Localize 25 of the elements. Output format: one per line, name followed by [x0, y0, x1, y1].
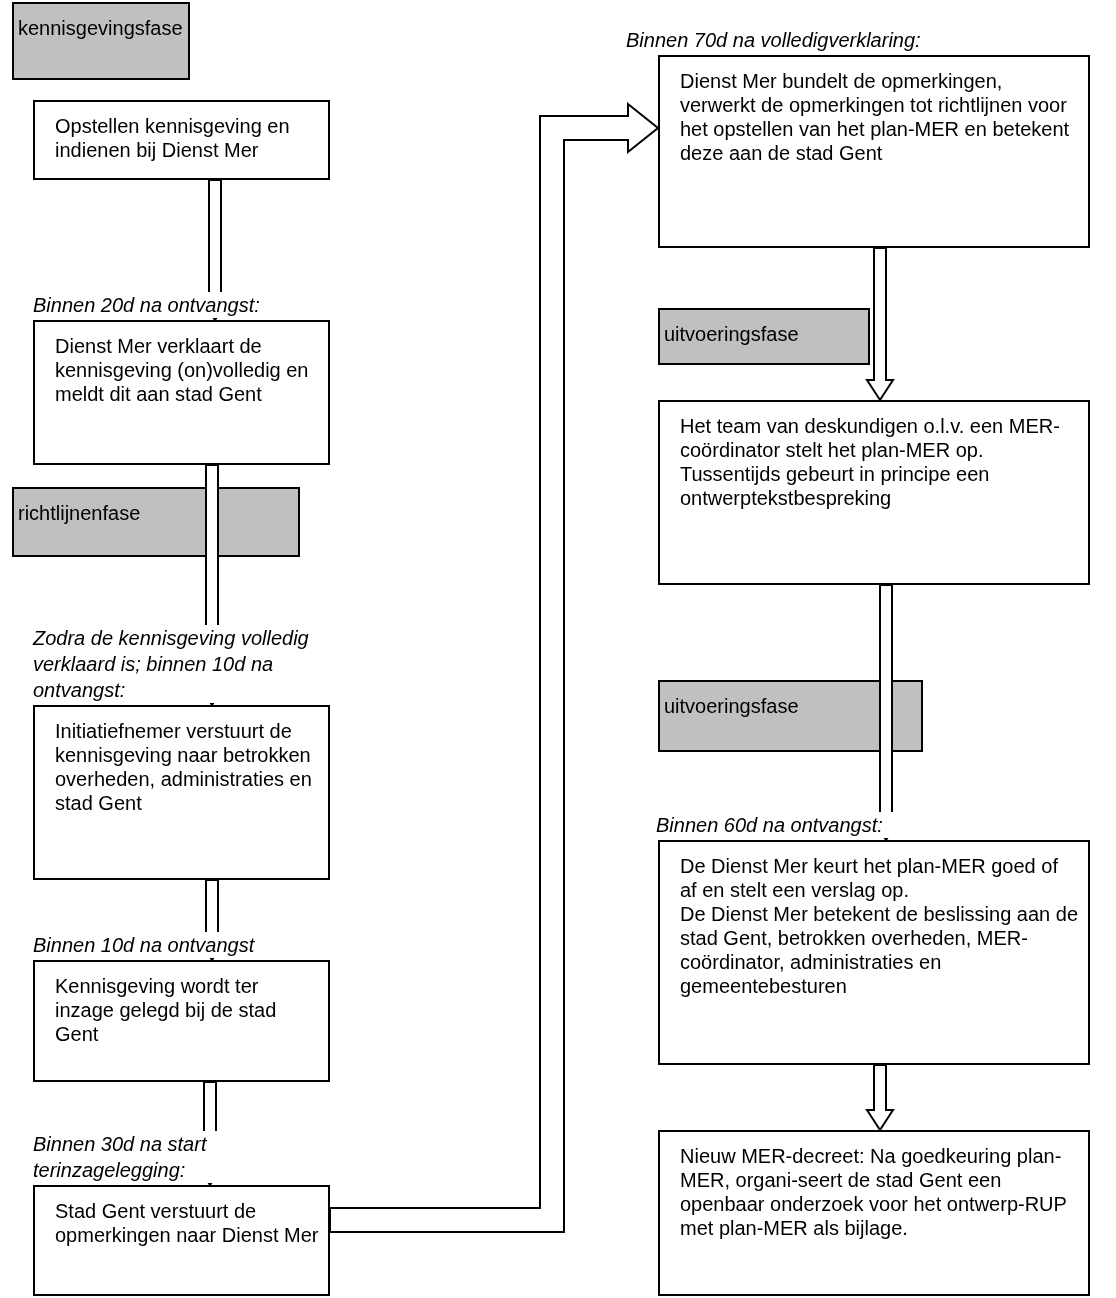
step-text: De Dienst Mer betekent de beslissing aan de stad Gent, betrokken overheden, MER-coördinator, administraties en gemeentebesturen	[680, 902, 1079, 998]
step-text: De Dienst Mer keurt het plan-MER goed of af en stelt een verslag op.	[680, 854, 1059, 902]
block-arrow	[865, 1064, 895, 1132]
process-box	[658, 400, 1090, 585]
phase-box	[658, 680, 923, 752]
phase-label: kennisgevingsfase	[18, 16, 184, 40]
phase-box	[12, 2, 190, 80]
process-box	[33, 100, 330, 180]
step-text: Stad Gent verstuurt de opmerkingen naar Dienst Mer	[55, 1199, 320, 1247]
step-text: Dienst Mer verklaart de kennisgeving (on)volledig en meldt dit aan stad Gent	[55, 334, 310, 406]
phase-label: uitvoeringsfase	[664, 322, 800, 346]
phase-label: uitvoeringsfase	[664, 694, 800, 718]
step-text: Nieuw MER-decreet: Na goedkeuring plan-MER, organi-seert de stad Gent een openbaar onderzoek voor het ontwerp-RUP met plan-MER als bijlage.	[680, 1144, 1068, 1240]
process-box	[658, 1130, 1090, 1296]
phase-label: richtlijnenfase	[18, 501, 142, 525]
step-text: Het team van deskundigen o.l.v. een MER-coördinator stelt het plan-MER op.	[680, 414, 1061, 462]
step-text: Tussentijds gebeurt in principe een ontwerptekstbespreking	[680, 462, 991, 510]
block-arrow	[329, 101, 660, 1233]
step-text: Initiatiefnemer verstuurt de kennisgeving naar betrokken overheden, administraties en stad Gent	[55, 719, 313, 815]
step-text: Opstellen kennisgeving en indienen bij Dienst Mer	[55, 114, 291, 162]
phase-box	[12, 487, 300, 557]
block-arrow	[865, 247, 895, 402]
step-text: Dienst Mer bundelt de opmerkingen, verwerkt de opmerkingen tot richtlijnen voor het opstellen van het plan-MER en betekent deze aan de stad Gent	[680, 69, 1071, 165]
phase-box	[658, 308, 870, 365]
step-text: Kennisgeving wordt ter inzage gelegd bij de stad Gent	[55, 974, 278, 1046]
